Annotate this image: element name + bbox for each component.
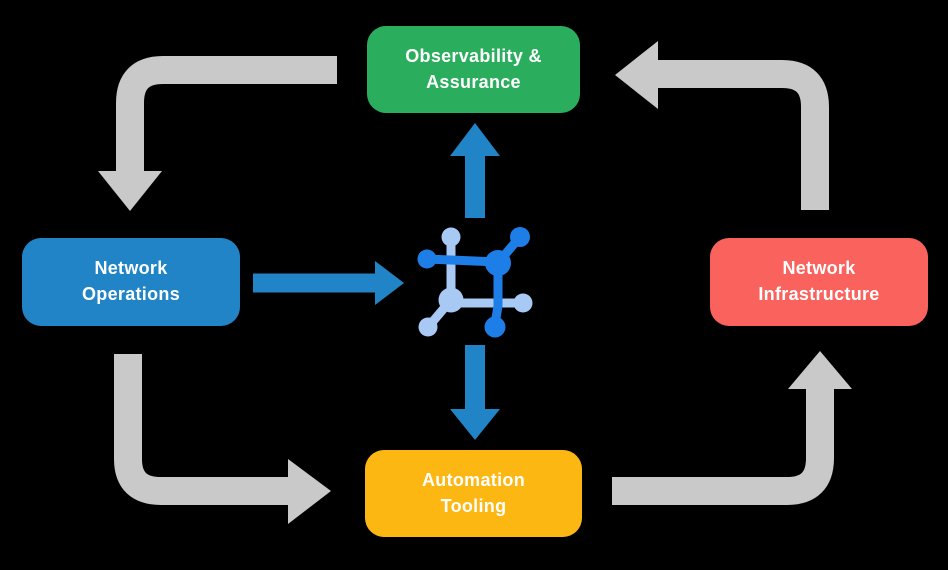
node-label-line: Network: [94, 258, 168, 279]
network-topology-icon: [417, 227, 533, 338]
icon-node: [513, 293, 533, 313]
icon-node: [441, 227, 461, 247]
icon-node: [438, 287, 464, 313]
arrow-shaft: [114, 354, 289, 505]
arrow-center-to-automation: [450, 345, 500, 440]
arrow-observability-to-operations: [98, 56, 337, 211]
arrowhead-down-icon: [98, 171, 162, 211]
node-label-line: Network: [782, 258, 856, 279]
arrow-automation-to-infrastructure: [612, 351, 852, 505]
arrowhead-down-icon: [450, 409, 500, 440]
node-observability-assurance: Observability & Assurance: [367, 26, 580, 113]
node-network-operations: Network Operations: [22, 238, 240, 326]
arrowhead-right-icon: [375, 261, 404, 305]
arrow-infrastructure-to-observability: [615, 41, 829, 210]
icon-node: [484, 316, 506, 338]
flow-arrows: [253, 123, 500, 440]
node-label-line: Automation: [422, 469, 525, 490]
icon-node: [418, 317, 438, 337]
node-label-line: Assurance: [426, 71, 521, 92]
icon-node: [417, 249, 437, 269]
node-network-infrastructure: Network Infrastructure: [710, 238, 928, 326]
arrow-shaft: [657, 60, 829, 210]
arrow-operations-to-automation: [114, 354, 331, 524]
node-label-line: Observability &: [405, 45, 542, 66]
arrow-operations-to-center: [253, 261, 404, 305]
arrowhead-right-icon: [288, 459, 331, 524]
node-automation-tooling: Automation Tooling: [365, 450, 582, 537]
icon-node: [485, 250, 511, 276]
arrowhead-up-icon: [450, 123, 500, 156]
node-label-line: Operations: [81, 284, 181, 304]
network-icon-dark-part: [417, 227, 530, 338]
arrow-center-to-observability: [450, 123, 500, 218]
arrow-shaft: [116, 56, 337, 172]
node-label-line: Infrastructure: [758, 284, 880, 304]
arrow-shaft: [612, 389, 834, 505]
arrowhead-up-icon: [788, 351, 852, 389]
node-label-line: Tooling: [440, 495, 507, 516]
arrowhead-left-icon: [615, 41, 658, 109]
icon-node: [510, 227, 530, 247]
cycle-arrows: [98, 41, 852, 524]
network-icon-light-part: [418, 227, 533, 337]
